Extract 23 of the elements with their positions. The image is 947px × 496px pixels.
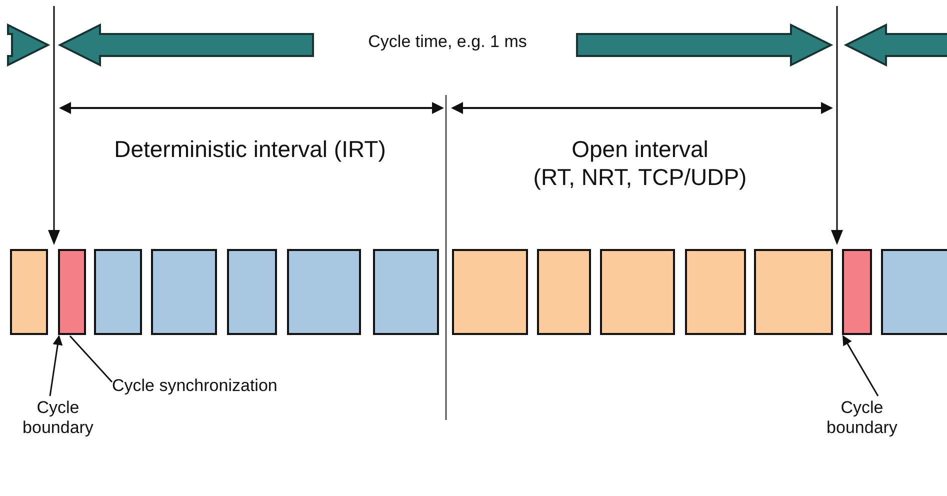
frame-block	[151, 249, 217, 335]
interval-label: Open interval (RT, NRT, TCP/UDP)	[532, 136, 748, 192]
frame-block	[227, 249, 277, 335]
arrow	[49, 335, 63, 396]
annotation-label: Cycle boundary	[13, 398, 103, 439]
interval-label: Deterministic interval (IRT)	[113, 136, 387, 164]
leader-line	[69, 336, 113, 382]
arrow	[842, 335, 879, 396]
frame-block	[881, 249, 947, 335]
frame-block	[373, 249, 439, 335]
frame-block	[537, 249, 591, 335]
frame-block	[754, 249, 833, 335]
annotation-label: Cycle synchronization	[112, 376, 278, 396]
dimension-label: Cycle time, e.g. 1 ms	[367, 32, 528, 52]
frame-block	[842, 249, 872, 335]
frame-block	[685, 249, 746, 335]
frame-block	[287, 249, 361, 335]
frame-block	[452, 249, 528, 335]
frame-block	[600, 249, 675, 335]
annotation-label: Cycle boundary	[817, 398, 907, 439]
frame-block	[58, 249, 86, 335]
frame-block	[10, 249, 48, 335]
frame-block	[94, 249, 142, 335]
